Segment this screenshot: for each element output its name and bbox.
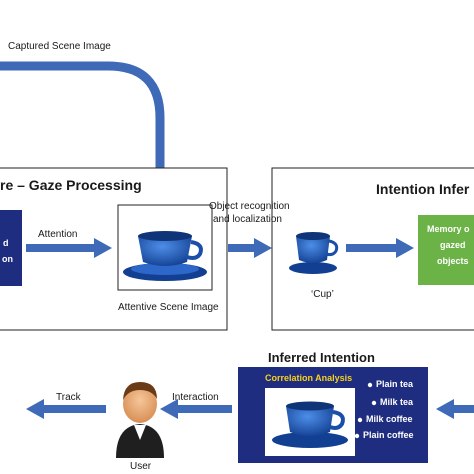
track-arrow <box>26 399 106 419</box>
option-item: Plain tea <box>376 379 414 389</box>
incoming-arrow <box>436 399 474 419</box>
gaze-input-line2: on <box>2 254 13 264</box>
cup-label: ‘Cup’ <box>311 289 334 300</box>
bullet-dot-icon <box>354 433 360 439</box>
object-recognition-label-2: and localization <box>213 214 282 225</box>
memory-line2: gazed <box>440 240 466 250</box>
intention-box-title: Intention Infer <box>376 181 470 197</box>
correlation-cup-icon <box>272 401 348 448</box>
option-item: Milk tea <box>380 397 414 407</box>
user-label: User <box>130 461 152 472</box>
small-cup-icon <box>289 232 339 274</box>
gaze-box-title: re – Gaze Processing <box>0 177 142 193</box>
cup-photo-icon <box>123 231 207 281</box>
inferred-intention-title: Inferred Intention <box>268 350 375 365</box>
interaction-arrow <box>160 399 232 419</box>
captured-scene-label: Captured Scene Image <box>8 41 111 52</box>
correlation-analysis-title: Correlation Analysis <box>265 373 353 383</box>
memory-line1: Memory o <box>427 224 470 234</box>
object-recognition-label-1: Object recognition <box>209 201 290 212</box>
memory-line3: objects <box>437 256 469 266</box>
to-memory-arrow <box>346 238 414 258</box>
user-icon <box>116 382 164 458</box>
bullet-dot-icon <box>357 417 363 423</box>
track-label: Track <box>56 392 81 403</box>
gaze-input-line1: d <box>3 238 9 248</box>
bullet-dot-icon <box>367 382 373 388</box>
gaze-input-box <box>0 210 22 286</box>
bullet-dot-icon <box>371 400 377 406</box>
attention-label: Attention <box>38 229 78 240</box>
object-recognition-arrow <box>228 238 272 258</box>
option-item: Milk coffee <box>366 414 413 424</box>
option-item: Plain coffee <box>363 430 414 440</box>
attention-arrow <box>26 238 112 258</box>
attentive-scene-label: Attentive Scene Image <box>118 302 219 313</box>
interaction-label: Interaction <box>172 392 219 403</box>
memory-box <box>418 215 474 285</box>
